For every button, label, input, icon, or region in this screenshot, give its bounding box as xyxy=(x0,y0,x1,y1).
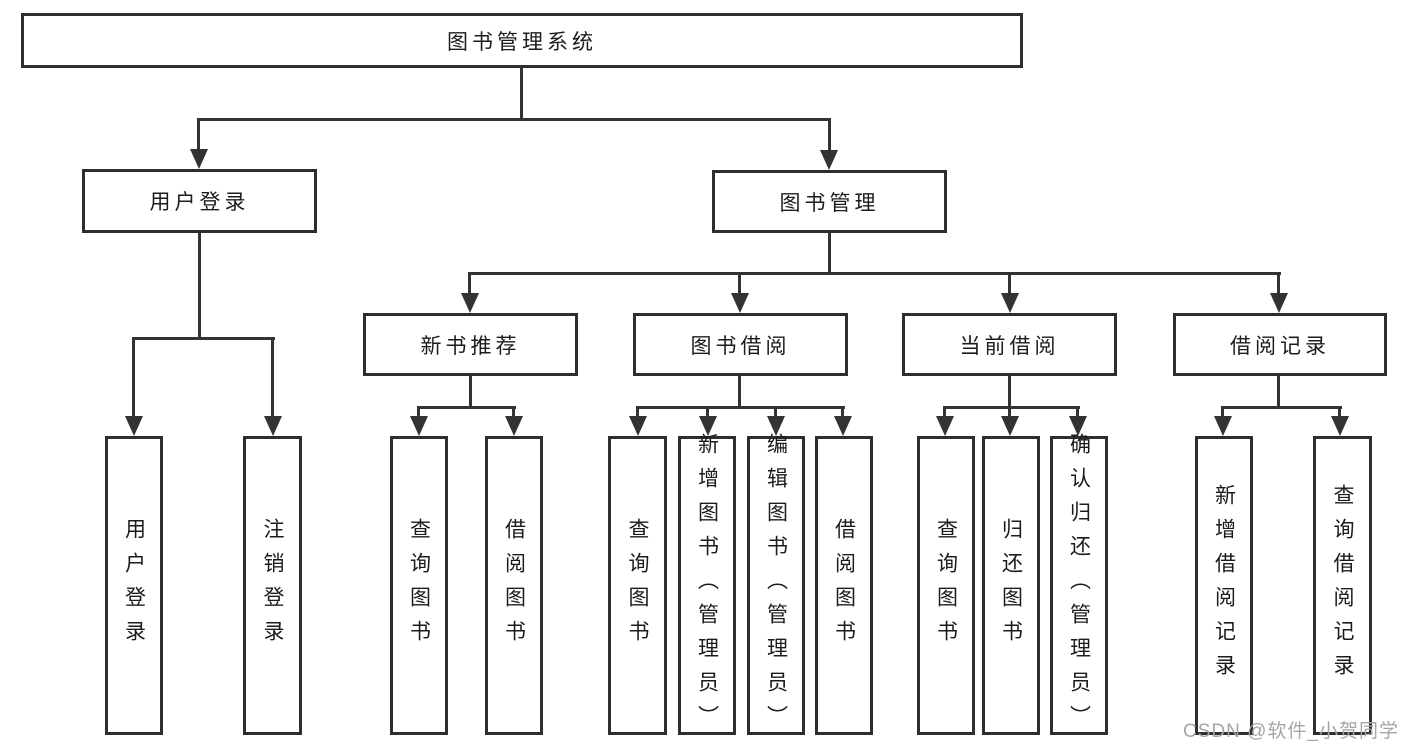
arrow-down-icon xyxy=(264,416,282,436)
arrow-down-icon xyxy=(125,416,143,436)
node-new-book-recommendation: 新书推荐 xyxy=(363,313,578,376)
arrow-down-icon xyxy=(1001,293,1019,313)
node-book-management: 图书管理 xyxy=(712,170,947,233)
arrow-down-icon xyxy=(410,416,428,436)
connector-leaf-stub xyxy=(1008,406,1011,418)
leaf-borrow-books-borrowing: 借阅图书 xyxy=(815,436,873,735)
node-label: 图书管理 xyxy=(779,191,880,215)
connector-current-borrowing-branch xyxy=(943,406,1080,409)
node-label: 图书借阅 xyxy=(690,334,791,358)
leaf-return-books: 归还图书 xyxy=(982,436,1040,735)
leaf-label: 借阅图书 xyxy=(832,517,856,654)
connector-to-user-login xyxy=(197,118,200,154)
leaf-label: 用户登录 xyxy=(122,517,146,654)
connector-user-login-branch xyxy=(132,337,275,340)
connector-to-leaf-user-login xyxy=(132,337,135,418)
arrow-down-icon xyxy=(699,416,717,436)
connector-to-book-management xyxy=(828,118,831,154)
connector-leaf-stub xyxy=(774,406,777,418)
leaf-add-books-admin: 新增图书（管理员） xyxy=(678,433,736,739)
node-book-borrowing: 图书借阅 xyxy=(633,313,848,376)
node-library-system: 图书管理系统 xyxy=(21,13,1023,68)
connector-to-current-borrowing xyxy=(1008,272,1011,294)
leaf-add-borrow-record: 新增借阅记录 xyxy=(1195,436,1253,735)
node-borrowing-records: 借阅记录 xyxy=(1173,313,1387,376)
connector-to-book-borrowing xyxy=(738,272,741,294)
connector-leaf-stub xyxy=(1076,406,1079,418)
connector-leaf-stub xyxy=(417,406,420,418)
connector-new-book-branch xyxy=(417,406,516,409)
leaf-label: 新增图书（管理员） xyxy=(695,432,719,739)
watermark-text: CSDN @软件_小贺同学 xyxy=(1183,721,1399,742)
node-user-login: 用户登录 xyxy=(82,169,317,233)
connector-new-book-stem xyxy=(469,376,472,409)
arrow-down-icon xyxy=(936,416,954,436)
leaf-confirm-return-admin: 确认归还（管理员） xyxy=(1050,433,1108,739)
connector-book-borrowing-stem xyxy=(738,376,741,409)
leaf-label: 归还图书 xyxy=(999,517,1023,654)
connector-leaf-stub xyxy=(512,406,515,418)
node-label: 图书管理系统 xyxy=(447,30,597,54)
leaf-borrow-books-recommend: 借阅图书 xyxy=(485,436,543,735)
leaf-label: 新增借阅记录 xyxy=(1212,483,1236,688)
connector-book-borrowing-branch xyxy=(636,406,845,409)
leaf-logout: 注销登录 xyxy=(243,436,302,735)
connector-level2-branch xyxy=(197,118,831,121)
leaf-label: 查询借阅记录 xyxy=(1331,483,1354,688)
connector-leaf-stub xyxy=(706,406,709,418)
arrow-down-icon xyxy=(1331,416,1349,436)
connector-current-borrowing-stem xyxy=(1008,376,1011,409)
leaf-label: 确认归还（管理员） xyxy=(1067,432,1091,739)
node-label: 新书推荐 xyxy=(420,334,521,358)
leaf-label: 查询图书 xyxy=(626,517,649,654)
arrow-down-icon xyxy=(1069,416,1087,436)
node-label: 当前借阅 xyxy=(959,334,1060,358)
leaf-query-borrow-record: 查询借阅记录 xyxy=(1313,436,1372,735)
connector-to-borrowing-records xyxy=(1277,272,1280,294)
arrow-down-icon xyxy=(767,416,785,436)
connector-level3-branch xyxy=(468,272,1281,275)
connector-root-stem xyxy=(520,68,523,118)
leaf-label: 编辑图书（管理员） xyxy=(764,432,788,739)
connector-leaf-stub xyxy=(841,406,844,418)
arrow-down-icon xyxy=(731,293,749,313)
connector-user-login-stem xyxy=(198,233,201,337)
node-label: 借阅记录 xyxy=(1230,334,1330,358)
leaf-edit-books-admin: 编辑图书（管理员） xyxy=(747,433,805,739)
leaf-user-login: 用户登录 xyxy=(105,436,163,735)
leaf-query-books-borrowing: 查询图书 xyxy=(608,436,667,735)
arrow-down-icon xyxy=(1214,416,1232,436)
leaf-label: 查询图书 xyxy=(934,517,958,654)
arrow-down-icon xyxy=(505,416,523,436)
leaf-label: 注销登录 xyxy=(261,517,284,654)
node-current-borrowing: 当前借阅 xyxy=(902,313,1117,376)
node-label: 用户登录 xyxy=(149,191,250,214)
connector-leaf-stub xyxy=(1338,406,1341,418)
arrow-down-icon xyxy=(190,149,208,169)
connector-to-leaf-logout xyxy=(271,337,274,418)
leaf-label: 借阅图书 xyxy=(502,517,526,654)
connector-leaf-stub xyxy=(1221,406,1224,418)
leaf-query-books-current: 查询图书 xyxy=(917,436,975,735)
leaf-query-books-recommend: 查询图书 xyxy=(390,436,448,735)
arrow-down-icon xyxy=(1270,293,1288,313)
leaf-label: 查询图书 xyxy=(407,517,431,654)
arrow-down-icon xyxy=(461,293,479,313)
arrow-down-icon xyxy=(820,150,838,170)
connector-to-new-book xyxy=(468,272,471,294)
arrow-down-icon xyxy=(1001,416,1019,436)
connector-leaf-stub xyxy=(636,406,639,418)
connector-borrowing-records-stem xyxy=(1277,376,1280,409)
connector-borrowing-records-branch xyxy=(1221,406,1342,409)
connector-book-management-stem xyxy=(828,233,831,275)
arrow-down-icon xyxy=(834,416,852,436)
connector-leaf-stub xyxy=(943,406,946,418)
arrow-down-icon xyxy=(629,416,647,436)
